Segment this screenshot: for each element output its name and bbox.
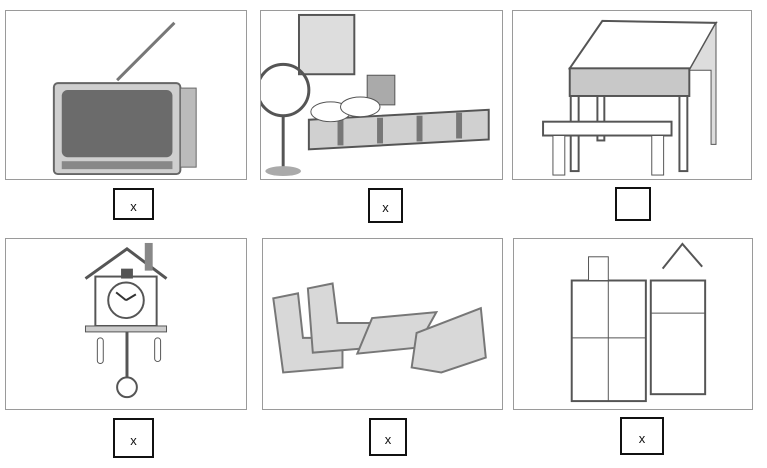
television-icon bbox=[52, 21, 197, 176]
checkbox-sofa[interactable]: x bbox=[369, 418, 407, 456]
checkbox-clock[interactable]: x bbox=[113, 418, 154, 458]
picture-panel-desk bbox=[512, 10, 752, 180]
bed-icon bbox=[261, 13, 490, 177]
cupboard-fridge-icon bbox=[570, 242, 707, 403]
checkbox-cupboard[interactable]: x bbox=[620, 417, 664, 455]
sofa-icon bbox=[272, 282, 487, 374]
picture-panel-clock bbox=[5, 238, 247, 410]
picture-panel-bed bbox=[260, 10, 503, 180]
clock-icon bbox=[84, 242, 168, 399]
desk-icon bbox=[542, 19, 718, 176]
checkbox-desk[interactable] bbox=[615, 187, 651, 221]
checkbox-tv[interactable]: x bbox=[113, 188, 154, 220]
picture-panel-sofa bbox=[262, 238, 503, 410]
picture-panel-tv bbox=[5, 10, 247, 180]
checkbox-bed[interactable]: x bbox=[368, 188, 403, 223]
picture-panel-cupboard bbox=[513, 238, 753, 410]
